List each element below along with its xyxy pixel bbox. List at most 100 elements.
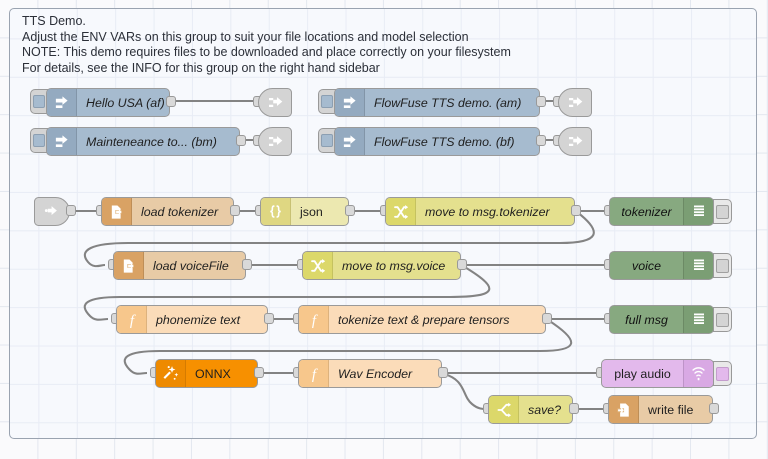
node-label: FlowFuse TTS demo. (bf) <box>374 134 515 149</box>
svg-text:f: f <box>311 313 317 328</box>
debug-lines-icon <box>683 198 713 225</box>
node-phonemize-text[interactable]: f phonemize text <box>116 305 268 334</box>
node-label: voice <box>632 258 661 273</box>
magic-wand-icon <box>156 360 186 387</box>
node-link-out-1[interactable] <box>258 88 292 117</box>
node-label: load voiceFile <box>153 258 229 273</box>
node-load-tokenizer[interactable]: load tokenizer <box>101 197 234 226</box>
output-port[interactable] <box>254 367 264 378</box>
function-f-icon: f <box>299 306 329 333</box>
output-port[interactable] <box>236 135 246 146</box>
output-port[interactable] <box>345 205 355 216</box>
node-label: tokenizer <box>621 204 672 219</box>
node-link-out-2[interactable] <box>258 127 292 156</box>
shuffle-icon <box>303 252 333 279</box>
node-label: phonemize text <box>156 312 241 327</box>
debug-toggle-button-voice[interactable] <box>713 253 732 278</box>
node-load-voicefile[interactable]: load voiceFile <box>113 251 246 280</box>
node-inject-tts-am[interactable]: FlowFuse TTS demo. (am) <box>334 88 540 117</box>
output-port[interactable] <box>438 367 448 378</box>
inject-button-indicator <box>33 95 45 108</box>
node-onnx[interactable]: ONNX <box>155 359 258 388</box>
inject-button-indicator <box>321 134 333 147</box>
output-port[interactable] <box>542 313 552 324</box>
node-label: FlowFuse TTS demo. (am) <box>374 95 522 110</box>
node-label: move to msg.voice <box>342 258 446 273</box>
output-port[interactable] <box>536 96 546 107</box>
node-debug-tokenizer[interactable]: tokenizer <box>609 197 714 226</box>
node-label: json <box>300 204 323 219</box>
inject-button-hello-usa[interactable] <box>30 89 48 114</box>
inject-button-indicator <box>33 134 45 147</box>
file-icon <box>102 198 132 225</box>
audio-wave-icon <box>683 360 713 387</box>
debug-lines-icon <box>683 306 713 333</box>
node-label: Wav Encoder <box>338 366 413 381</box>
node-inject-tts-bf[interactable]: FlowFuse TTS demo. (bf) <box>334 127 540 156</box>
node-write-file[interactable]: write file <box>608 395 713 424</box>
node-link-in-1[interactable] <box>34 197 70 226</box>
inject-button-indicator <box>321 95 333 108</box>
node-move-to-msg-tokenizer[interactable]: move to msg.tokenizer <box>385 197 575 226</box>
node-play-audio[interactable]: play audio <box>601 359 714 388</box>
debug-toggle-indicator <box>716 312 729 327</box>
node-tokenize-prepare-tensors[interactable]: f tokenize text & prepare tensors <box>298 305 546 334</box>
node-label: save? <box>528 402 562 417</box>
node-move-to-msg-voice[interactable]: move to msg.voice <box>302 251 461 280</box>
node-link-out-3[interactable] <box>558 88 592 117</box>
function-f-icon: f <box>299 360 329 387</box>
node-label: move to msg.tokenizer <box>425 204 550 219</box>
node-save-switch[interactable]: save? <box>488 395 573 424</box>
svg-text:f: f <box>129 313 135 328</box>
group-comment-text: TTS Demo. Adjust the ENV VARs on this gr… <box>22 14 511 75</box>
link-out-icon <box>559 128 591 155</box>
output-port[interactable] <box>264 313 274 324</box>
inject-arrow-icon <box>335 128 365 155</box>
node-label: tokenize text & prepare tensors <box>338 312 510 327</box>
output-port[interactable] <box>709 403 719 414</box>
node-label: load tokenizer <box>141 204 219 219</box>
debug-toggle-button-full-msg[interactable] <box>713 307 732 332</box>
node-link-out-4[interactable] <box>558 127 592 156</box>
inject-arrow-icon <box>47 89 77 116</box>
output-port[interactable] <box>66 205 76 216</box>
debug-lines-icon <box>683 252 713 279</box>
node-inject-hello-usa[interactable]: Hello USA (af) <box>46 88 170 117</box>
audio-toggle-button-play-audio[interactable] <box>713 361 732 386</box>
link-out-icon <box>259 89 291 116</box>
braces-icon <box>261 198 291 225</box>
node-label: full msg <box>625 312 668 327</box>
output-port[interactable] <box>166 96 176 107</box>
node-label: write file <box>648 402 694 417</box>
node-label: ONNX <box>195 366 231 381</box>
link-out-icon <box>259 128 291 155</box>
output-port[interactable] <box>230 205 240 216</box>
node-debug-full-msg[interactable]: full msg <box>609 305 714 334</box>
debug-toggle-button-tokenizer[interactable] <box>713 199 732 224</box>
inject-button-maintenance[interactable] <box>30 128 48 153</box>
switch-branch-icon <box>489 396 519 423</box>
svg-text:f: f <box>311 367 317 382</box>
debug-toggle-indicator <box>716 258 729 273</box>
node-label: Mainteneance to... (bm) <box>86 134 217 149</box>
node-label: play audio <box>614 366 671 381</box>
inject-arrow-icon <box>335 89 365 116</box>
output-port[interactable] <box>571 205 581 216</box>
node-inject-maintenance[interactable]: Mainteneance to... (bm) <box>46 127 240 156</box>
node-debug-voice[interactable]: voice <box>609 251 714 280</box>
link-in-icon <box>35 198 69 225</box>
file-icon <box>114 252 144 279</box>
shuffle-icon <box>386 198 416 225</box>
output-port[interactable] <box>569 403 579 414</box>
node-wav-encoder[interactable]: f Wav Encoder <box>298 359 442 388</box>
link-out-icon <box>559 89 591 116</box>
output-port[interactable] <box>457 259 467 270</box>
output-port[interactable] <box>536 135 546 146</box>
debug-toggle-indicator <box>716 204 729 219</box>
node-json[interactable]: json <box>260 197 349 226</box>
function-f-icon: f <box>117 306 147 333</box>
output-port[interactable] <box>242 259 252 270</box>
audio-toggle-indicator <box>716 366 729 381</box>
